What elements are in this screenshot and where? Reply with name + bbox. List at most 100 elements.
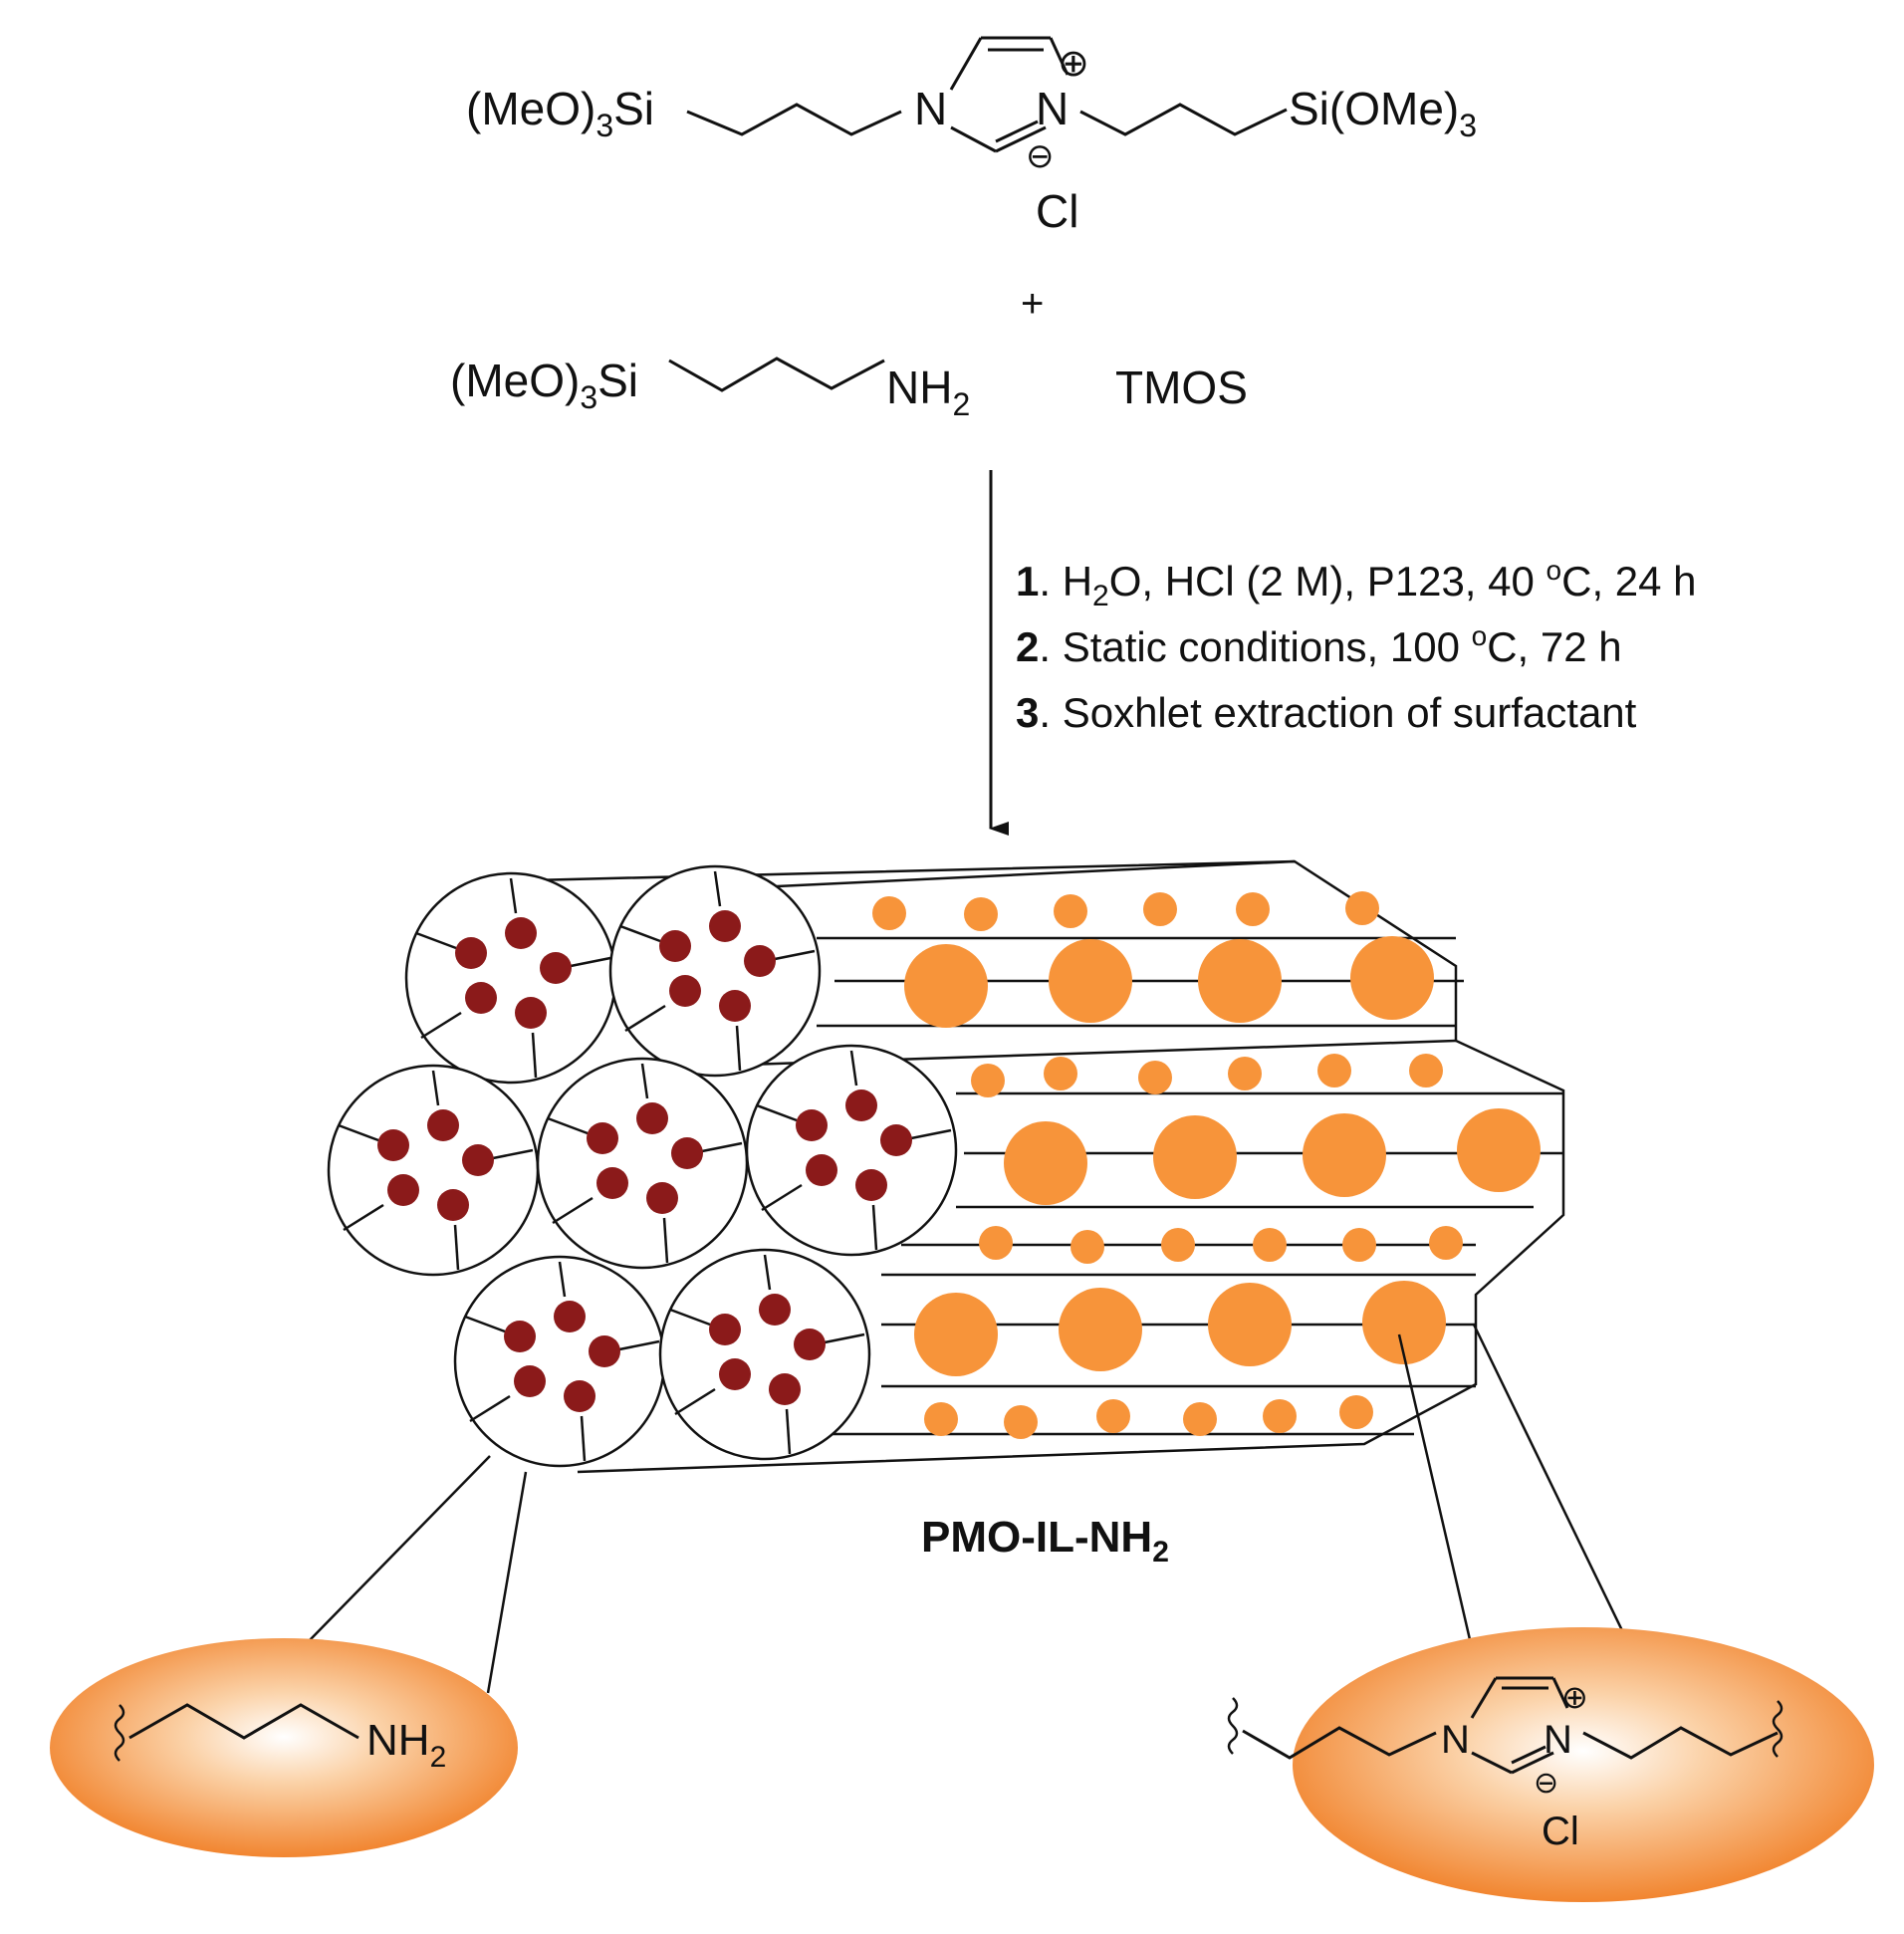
pore-spoke xyxy=(774,949,816,961)
large-orange-dot xyxy=(1362,1281,1446,1364)
pore-spoke xyxy=(640,1063,649,1099)
pore-spoke xyxy=(415,931,457,950)
amine-site-dot xyxy=(636,1102,668,1134)
pore-spoke xyxy=(669,1308,711,1327)
amine-site-dot xyxy=(514,1365,546,1397)
large-orange-dot xyxy=(1004,1121,1087,1205)
amine-site-dot xyxy=(671,1137,703,1169)
il-left-propyl-chain xyxy=(686,103,902,136)
amine-site-dot xyxy=(769,1373,801,1405)
pore-outline xyxy=(453,1255,666,1468)
il-n1-atom: N xyxy=(914,83,947,134)
amine-site-dot xyxy=(455,937,487,969)
amine-site-dot xyxy=(845,1089,877,1121)
condition-step-1: 1. H2O, HCl (2 M), P123, 40 oC, 24 h xyxy=(1016,555,1697,612)
small-orange-dot xyxy=(1317,1054,1351,1088)
large-orange-dot xyxy=(1208,1283,1292,1366)
small-orange-dot xyxy=(1096,1399,1130,1433)
small-orange-dot xyxy=(979,1226,1013,1260)
small-orange-dot xyxy=(1409,1054,1443,1088)
small-orange-dot xyxy=(1004,1405,1038,1439)
small-orange-dot xyxy=(1253,1228,1287,1262)
large-orange-dot xyxy=(914,1293,998,1376)
small-orange-dot xyxy=(964,897,998,931)
amine-site-dot xyxy=(554,1301,586,1332)
plus-charge-symbol: ⊕ xyxy=(1058,43,1089,85)
inset-amine-chain xyxy=(128,1703,359,1740)
large-orange-dot xyxy=(1059,1288,1142,1371)
imidazolium-inset: N N ⊕ ⊖ Cl xyxy=(1227,1627,1874,1902)
small-orange-dot xyxy=(1143,892,1177,926)
amine-site-dot xyxy=(462,1144,494,1176)
tmos-label: TMOS xyxy=(1115,362,1248,413)
amine-site-dot xyxy=(465,982,497,1014)
inset-amine-group: NH2 xyxy=(366,1716,446,1774)
pore-spoke xyxy=(531,1032,538,1079)
pore-spoke xyxy=(735,1025,742,1072)
pore-spoke xyxy=(552,1196,594,1225)
amine-site-dot xyxy=(759,1294,791,1326)
pore-circle xyxy=(404,871,617,1085)
amine-site-dot xyxy=(669,975,701,1007)
pore-spoke xyxy=(713,870,722,907)
wavy-bond-icon xyxy=(1227,1697,1239,1755)
pore-spoke xyxy=(662,1217,669,1264)
small-orange-dot xyxy=(1236,892,1270,926)
small-orange-dot xyxy=(1345,891,1379,925)
small-orange-dot xyxy=(924,1402,958,1436)
amine-site-dot xyxy=(387,1174,419,1206)
amine-inset: NH2 xyxy=(50,1638,518,1857)
il-precursor-structure: (MeO)3Si N N ⊕ ⊖ Cl Si(OMe)3 xyxy=(466,36,1477,237)
pore-spoke xyxy=(871,1204,878,1251)
il-right-propyl-chain xyxy=(1079,103,1288,136)
reaction-conditions: 1. H2O, HCl (2 M), P123, 40 oC, 24 h 2. … xyxy=(1016,555,1697,736)
pore-spoke xyxy=(431,1070,440,1106)
pore-spoke xyxy=(761,1183,803,1212)
amine-group: NH2 xyxy=(886,362,970,422)
amine-site-dot xyxy=(719,1358,751,1390)
small-orange-dot xyxy=(1263,1399,1297,1433)
pore-spoke xyxy=(338,1123,379,1142)
pore-outline xyxy=(745,1044,958,1257)
amine-site-dot xyxy=(855,1169,887,1201)
imidazolium-ring xyxy=(949,36,1070,153)
pore-spoke xyxy=(756,1103,798,1122)
pore-spoke xyxy=(547,1116,589,1135)
inset-n1-atom: N xyxy=(1441,1718,1470,1762)
small-orange-dot xyxy=(1342,1228,1376,1262)
amine-site-dot xyxy=(596,1167,628,1199)
amine-site-dot xyxy=(437,1189,469,1221)
pore-circle xyxy=(453,1255,666,1468)
amine-site-dot xyxy=(646,1182,678,1214)
pore-circle xyxy=(658,1248,871,1461)
amine-site-dot xyxy=(719,990,751,1022)
small-orange-dot xyxy=(1339,1395,1373,1429)
inset-right-chain xyxy=(1582,1726,1779,1760)
small-orange-dot xyxy=(1071,1230,1104,1264)
large-orange-dot xyxy=(1457,1108,1541,1192)
amine-site-dot xyxy=(880,1124,912,1156)
plus-sign: + xyxy=(1021,282,1044,326)
il-left-silyl-group: (MeO)3Si xyxy=(466,83,654,143)
pore-spoke xyxy=(492,1148,534,1160)
pore-outline xyxy=(536,1057,749,1270)
pore-spoke xyxy=(453,1224,460,1271)
amine-site-dot xyxy=(587,1122,618,1154)
pore-spoke xyxy=(763,1254,772,1291)
inset-chloride: Cl xyxy=(1542,1810,1579,1853)
amine-site-dot xyxy=(564,1380,595,1412)
pore-spoke xyxy=(343,1203,384,1232)
pore-spoke xyxy=(570,956,611,968)
chloride-counter-ion: Cl xyxy=(1036,185,1078,237)
pore-spoke xyxy=(618,1339,660,1351)
wavy-bond-icon xyxy=(1772,1700,1784,1758)
large-orange-dot xyxy=(1303,1113,1386,1197)
large-orange-dot xyxy=(1198,939,1282,1023)
pore-spoke xyxy=(824,1332,865,1344)
small-orange-dot xyxy=(1429,1226,1463,1260)
pore-spoke xyxy=(910,1128,952,1140)
pore-cross-sections xyxy=(327,864,958,1468)
inset-left-chain xyxy=(1242,1726,1437,1760)
pore-spoke xyxy=(469,1394,511,1423)
